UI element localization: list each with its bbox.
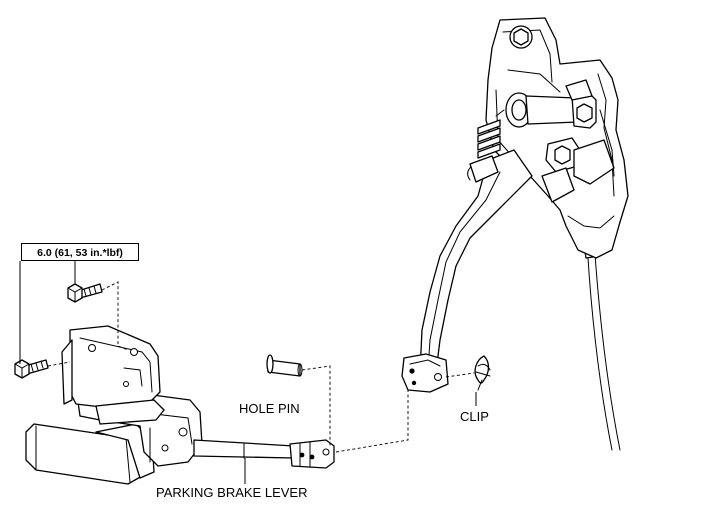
clevis-end bbox=[401, 353, 449, 393]
bolt-lower bbox=[14, 359, 49, 379]
clip-label: CLIP bbox=[460, 409, 489, 424]
torque-spec-label: 6.0 (61, 53 in.*lbf) bbox=[21, 243, 139, 261]
torque-leader-lines bbox=[19, 261, 76, 364]
return-spring bbox=[467, 109, 505, 181]
hole-pin-part bbox=[266, 354, 303, 377]
clip-part bbox=[474, 355, 491, 391]
bolt-upper bbox=[67, 283, 103, 303]
hole-pin-label: HOLE PIN bbox=[239, 401, 300, 416]
parking-brake-lever-assembly bbox=[25, 325, 335, 485]
parking-brake-lever-label: PARKING BRAKE LEVER bbox=[156, 485, 308, 500]
parking-brake-pedal-assembly bbox=[419, 17, 629, 451]
